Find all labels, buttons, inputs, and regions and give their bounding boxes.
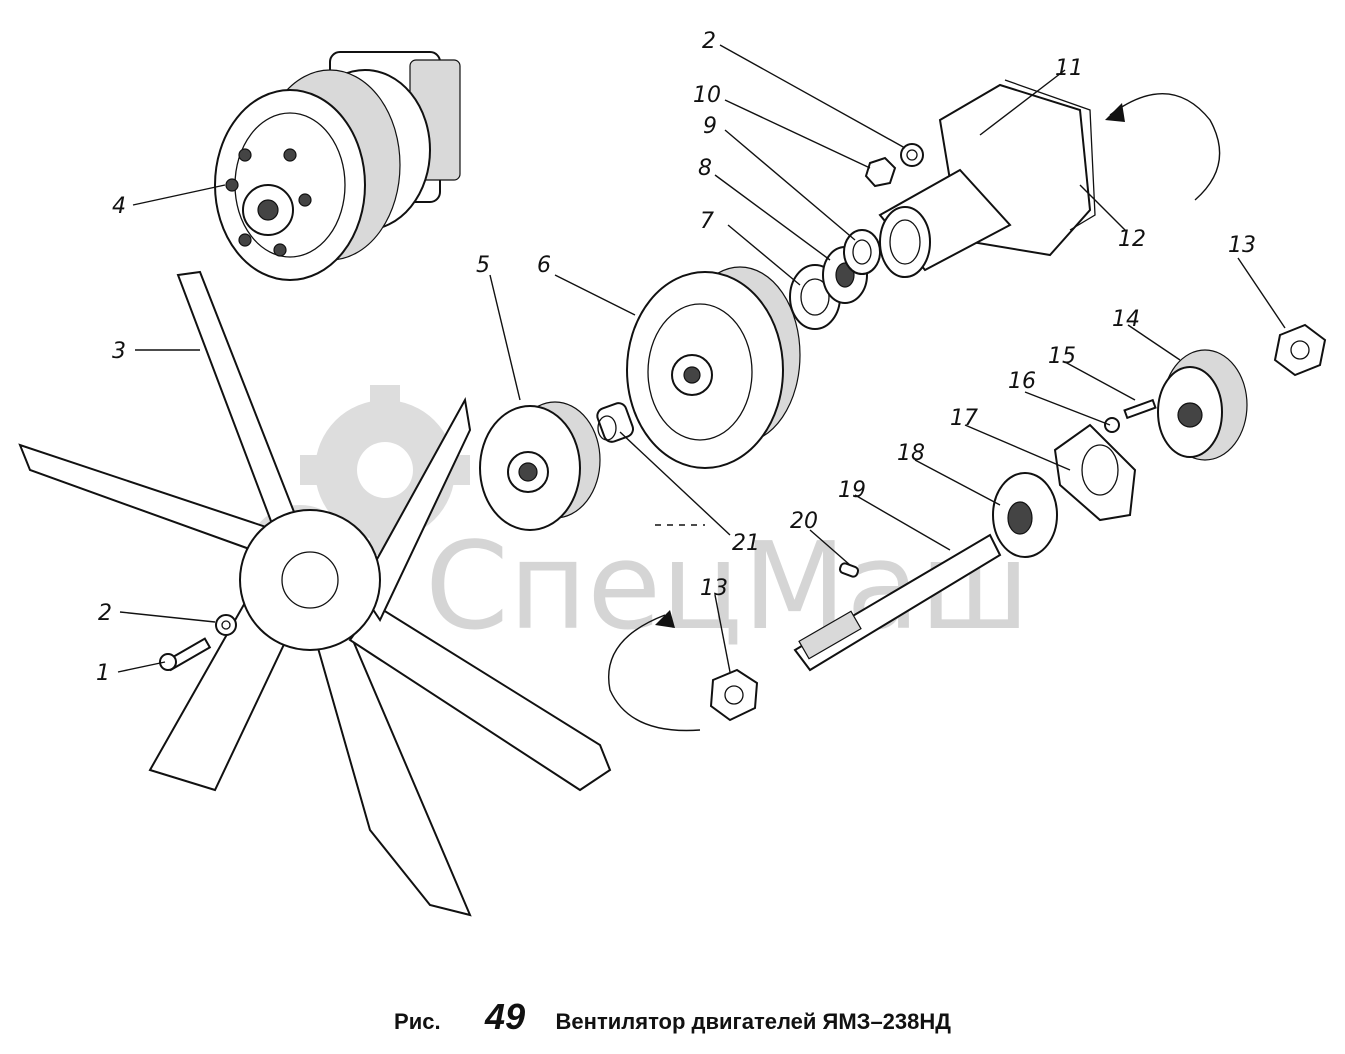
callout-2-left: 2 [98, 601, 112, 626]
callout-5: 5 [476, 253, 490, 278]
rotation-arrow-center [608, 610, 701, 732]
part-21-bushing [596, 402, 634, 443]
part-10-nut [864, 156, 897, 188]
part-17-plate [1053, 423, 1137, 522]
figure-caption: Рис. 49 Вентилятор двигателей ЯМЗ–238НД [0, 996, 1345, 1038]
part-19-shaft [793, 533, 1002, 672]
callout-16: 16 [1008, 369, 1036, 394]
part-9-ring [843, 229, 881, 275]
part-4-drive-assembly [214, 51, 461, 281]
callout-19: 19 [838, 478, 866, 503]
callout-9: 9 [703, 114, 717, 139]
figure-title: Вентилятор двигателей ЯМЗ–238НД [555, 1009, 951, 1034]
callout-8: 8 [698, 156, 712, 181]
part-13-nut-center [709, 668, 759, 722]
part-16-washer [1104, 417, 1120, 433]
callout-10: 10 [693, 83, 721, 108]
figure-number: 49 [485, 996, 526, 1037]
callout-18: 18 [897, 441, 925, 466]
part-15-bolt [1123, 398, 1157, 420]
callout-13-center: 13 [700, 576, 728, 601]
part-13-nut-right [1273, 323, 1327, 377]
callout-2-top: 2 [702, 29, 716, 54]
callout-6: 6 [537, 253, 551, 278]
callout-7: 7 [700, 209, 714, 234]
callout-17: 17 [950, 406, 978, 431]
callout-1: 1 [96, 661, 110, 686]
part-6-pulley [626, 266, 801, 469]
part-14-gear [1157, 349, 1248, 461]
callout-20: 20 [790, 509, 818, 534]
part-20-key [838, 562, 860, 578]
callout-3: 3 [112, 339, 126, 364]
part-2-washer-top [900, 143, 924, 167]
callout-12: 12 [1118, 227, 1146, 252]
callout-13-right: 13 [1228, 233, 1256, 258]
part-18-bearing [992, 472, 1058, 558]
callout-4: 4 [112, 194, 126, 219]
rotation-arrow-right [1105, 93, 1221, 201]
part-3-fan [18, 270, 612, 917]
part-5-hub [479, 401, 601, 531]
callout-21: 21 [732, 531, 760, 556]
part-1-bolt [159, 637, 212, 672]
callout-14: 14 [1112, 307, 1140, 332]
part-2-washer-left [215, 614, 237, 636]
caption-prefix: Рис. [394, 1009, 441, 1034]
leader-lines [117, 44, 1286, 673]
callout-labels: 1 2 3 4 5 6 7 8 9 10 2 11 12 13 14 15 16… [96, 29, 1256, 686]
callout-15: 15 [1048, 344, 1076, 369]
callout-11: 11 [1055, 56, 1083, 81]
part-11-housing [878, 83, 1092, 278]
part-12-gasket [1004, 79, 1096, 231]
